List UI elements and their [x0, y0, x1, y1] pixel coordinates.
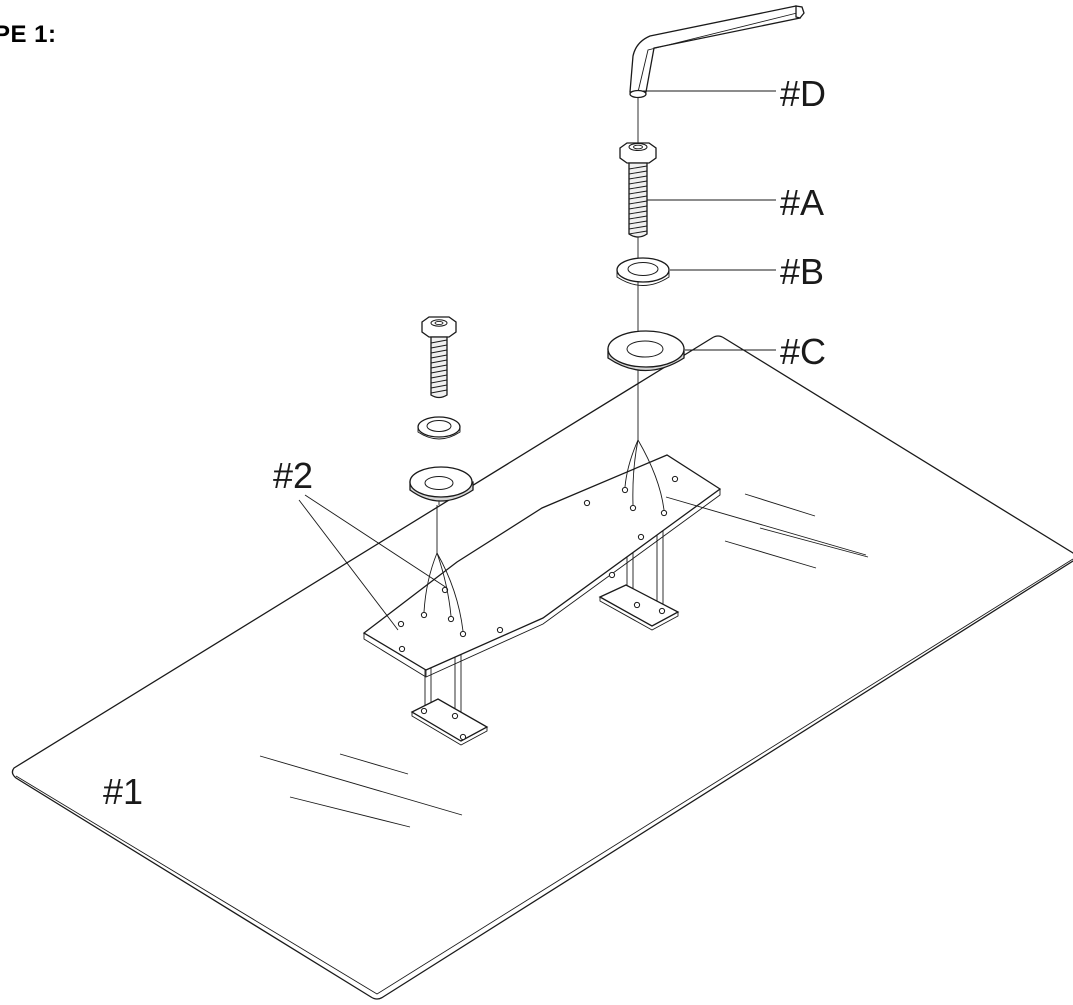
label-bracket: #2	[273, 455, 314, 496]
bracket-plate	[362, 454, 722, 678]
label-bolt: #A	[780, 182, 825, 223]
label-spring-washer: #B	[780, 251, 825, 292]
left-spring-washer	[417, 416, 461, 440]
label-flat-washer: #C	[780, 331, 827, 372]
left-bolt	[421, 316, 457, 399]
table-top-panel	[11, 335, 1073, 1000]
hex-key	[629, 5, 805, 99]
right-bolt	[619, 142, 657, 238]
right-flat-washer	[607, 330, 685, 372]
leader-lines	[298, 90, 867, 631]
right-spring-washer	[616, 257, 670, 286]
step-title: PE 1:	[0, 21, 57, 48]
left-flat-washer	[409, 466, 474, 502]
label-hex-key: #D	[780, 73, 827, 114]
label-top-panel: #1	[103, 771, 144, 812]
